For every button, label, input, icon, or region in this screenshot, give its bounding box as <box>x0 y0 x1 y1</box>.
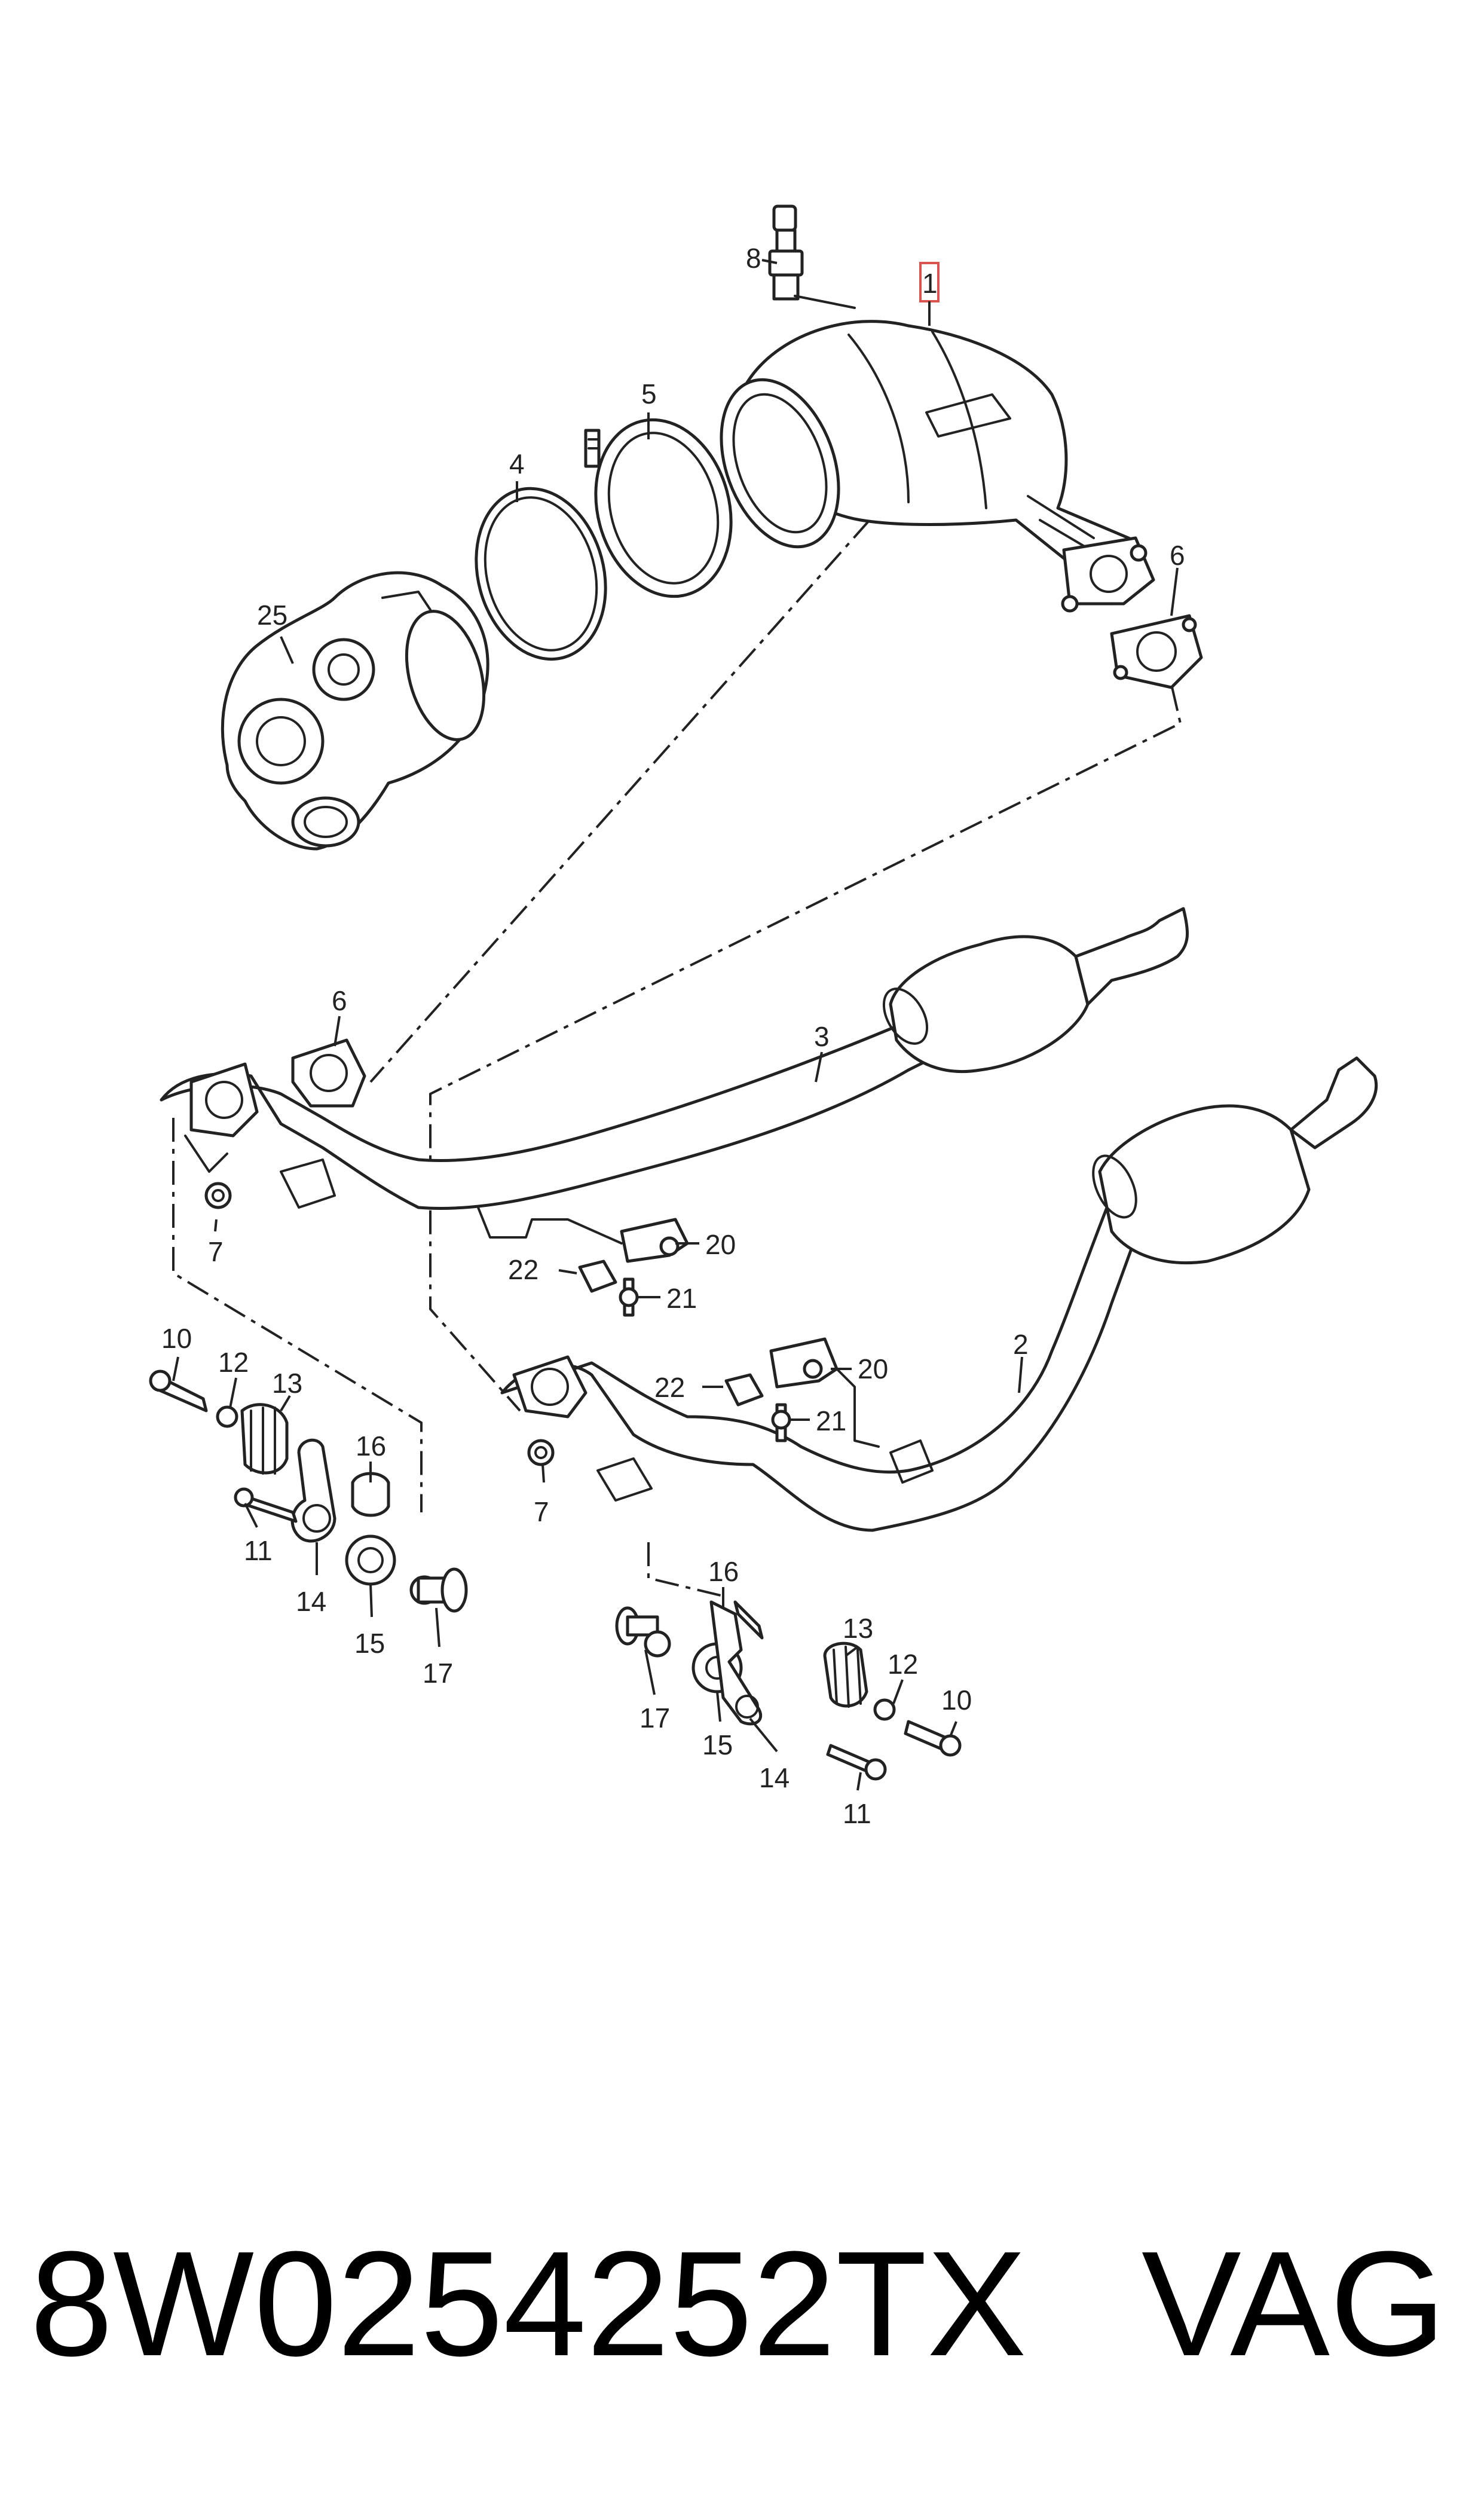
label-part-3[interactable]: 3 <box>814 1021 830 1052</box>
nut-part-7-lower <box>527 1439 555 1466</box>
exhaust-pipe-part-3 <box>160 907 1189 1210</box>
clamp-part-5 <box>584 418 733 598</box>
flange-gasket-part-6-upper <box>1110 614 1203 689</box>
gasket-ring-part-4 <box>475 487 607 661</box>
label-part-22-upper[interactable]: 22 <box>508 1254 538 1285</box>
label-part-14-left[interactable]: 14 <box>296 1586 326 1617</box>
label-part-21-lower[interactable]: 21 <box>816 1405 846 1436</box>
part-labels: 1 8 5 4 6 25 6 3 7 20 22 21 2 20 22 21 7… <box>161 243 1185 1829</box>
label-part-21-upper[interactable]: 21 <box>666 1283 697 1314</box>
label-part-17-right[interactable]: 17 <box>640 1702 670 1734</box>
label-part-13-left[interactable]: 13 <box>272 1368 302 1399</box>
label-part-15-left[interactable]: 15 <box>354 1628 385 1659</box>
label-part-4[interactable]: 4 <box>509 448 525 479</box>
footer: 8W0254252TX VAG <box>30 2220 1446 2387</box>
exhaust-pipe-part-2 <box>500 1056 1378 1532</box>
bracket-set-lower <box>724 1337 880 1448</box>
label-part-2[interactable]: 2 <box>1013 1329 1029 1360</box>
oxygen-sensor-part-8 <box>768 204 856 309</box>
part-number: 8W0254252TX <box>30 2220 1027 2387</box>
label-part-14-right[interactable]: 14 <box>759 1762 790 1793</box>
turbocharger-part-25 <box>221 571 489 851</box>
label-part-13-right[interactable]: 13 <box>843 1613 873 1644</box>
label-part-11-left[interactable]: 11 <box>244 1535 273 1566</box>
label-part-12-left[interactable]: 12 <box>218 1347 249 1378</box>
hanger-hardware-left <box>149 1369 468 1613</box>
label-part-20-upper[interactable]: 20 <box>705 1229 736 1260</box>
label-part-11-right[interactable]: 11 <box>843 1798 871 1829</box>
label-part-20-lower[interactable]: 20 <box>858 1353 888 1384</box>
bracket-set-upper <box>477 1206 689 1317</box>
label-part-10-right[interactable]: 10 <box>941 1685 972 1716</box>
label-part-6-lower[interactable]: 6 <box>332 985 347 1016</box>
label-part-7-lower[interactable]: 7 <box>534 1496 549 1527</box>
assembly-lines <box>172 519 1182 1597</box>
label-part-8[interactable]: 8 <box>746 243 761 274</box>
nut-part-7-upper <box>204 1182 232 1209</box>
label-part-16-left[interactable]: 16 <box>356 1430 386 1462</box>
label-part-7-upper[interactable]: 7 <box>208 1236 224 1267</box>
brand-name: VAG <box>1142 2220 1446 2387</box>
label-part-5[interactable]: 5 <box>641 378 657 409</box>
catalytic-converter-part-1 <box>720 320 1155 613</box>
label-part-6-upper[interactable]: 6 <box>1170 540 1185 571</box>
flange-gasket-part-6-lower <box>291 1038 366 1108</box>
label-part-15-right[interactable]: 15 <box>702 1729 733 1760</box>
label-part-16-right[interactable]: 16 <box>708 1556 739 1587</box>
hanger-hardware-right <box>615 1600 962 1781</box>
label-part-1[interactable]: 1 <box>922 268 938 299</box>
leader-lines <box>172 259 1179 1791</box>
label-part-25[interactable]: 25 <box>257 600 287 631</box>
label-part-17-left[interactable]: 17 <box>423 1658 453 1689</box>
label-part-10-left[interactable]: 10 <box>161 1323 192 1354</box>
label-part-22-lower[interactable]: 22 <box>654 1372 685 1403</box>
label-part-12-right[interactable]: 12 <box>888 1649 918 1680</box>
